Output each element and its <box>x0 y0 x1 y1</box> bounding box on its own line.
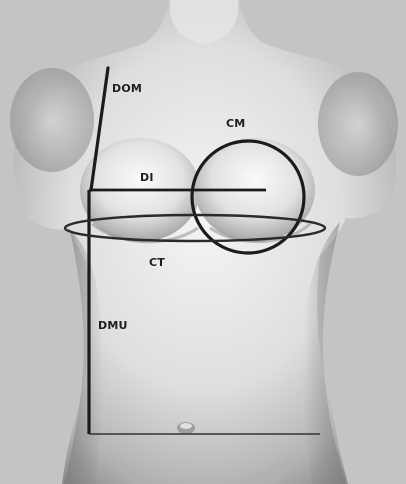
cm-label: CM <box>226 117 245 130</box>
navel-highlight <box>180 423 192 429</box>
di-label: DI <box>140 171 154 184</box>
dmu-label: DMU <box>98 319 128 332</box>
dom-label: DOM <box>112 82 142 95</box>
left-shoulder-shade <box>10 68 94 172</box>
right-shoulder-shade <box>318 72 398 176</box>
ct-label: CT <box>149 256 165 269</box>
